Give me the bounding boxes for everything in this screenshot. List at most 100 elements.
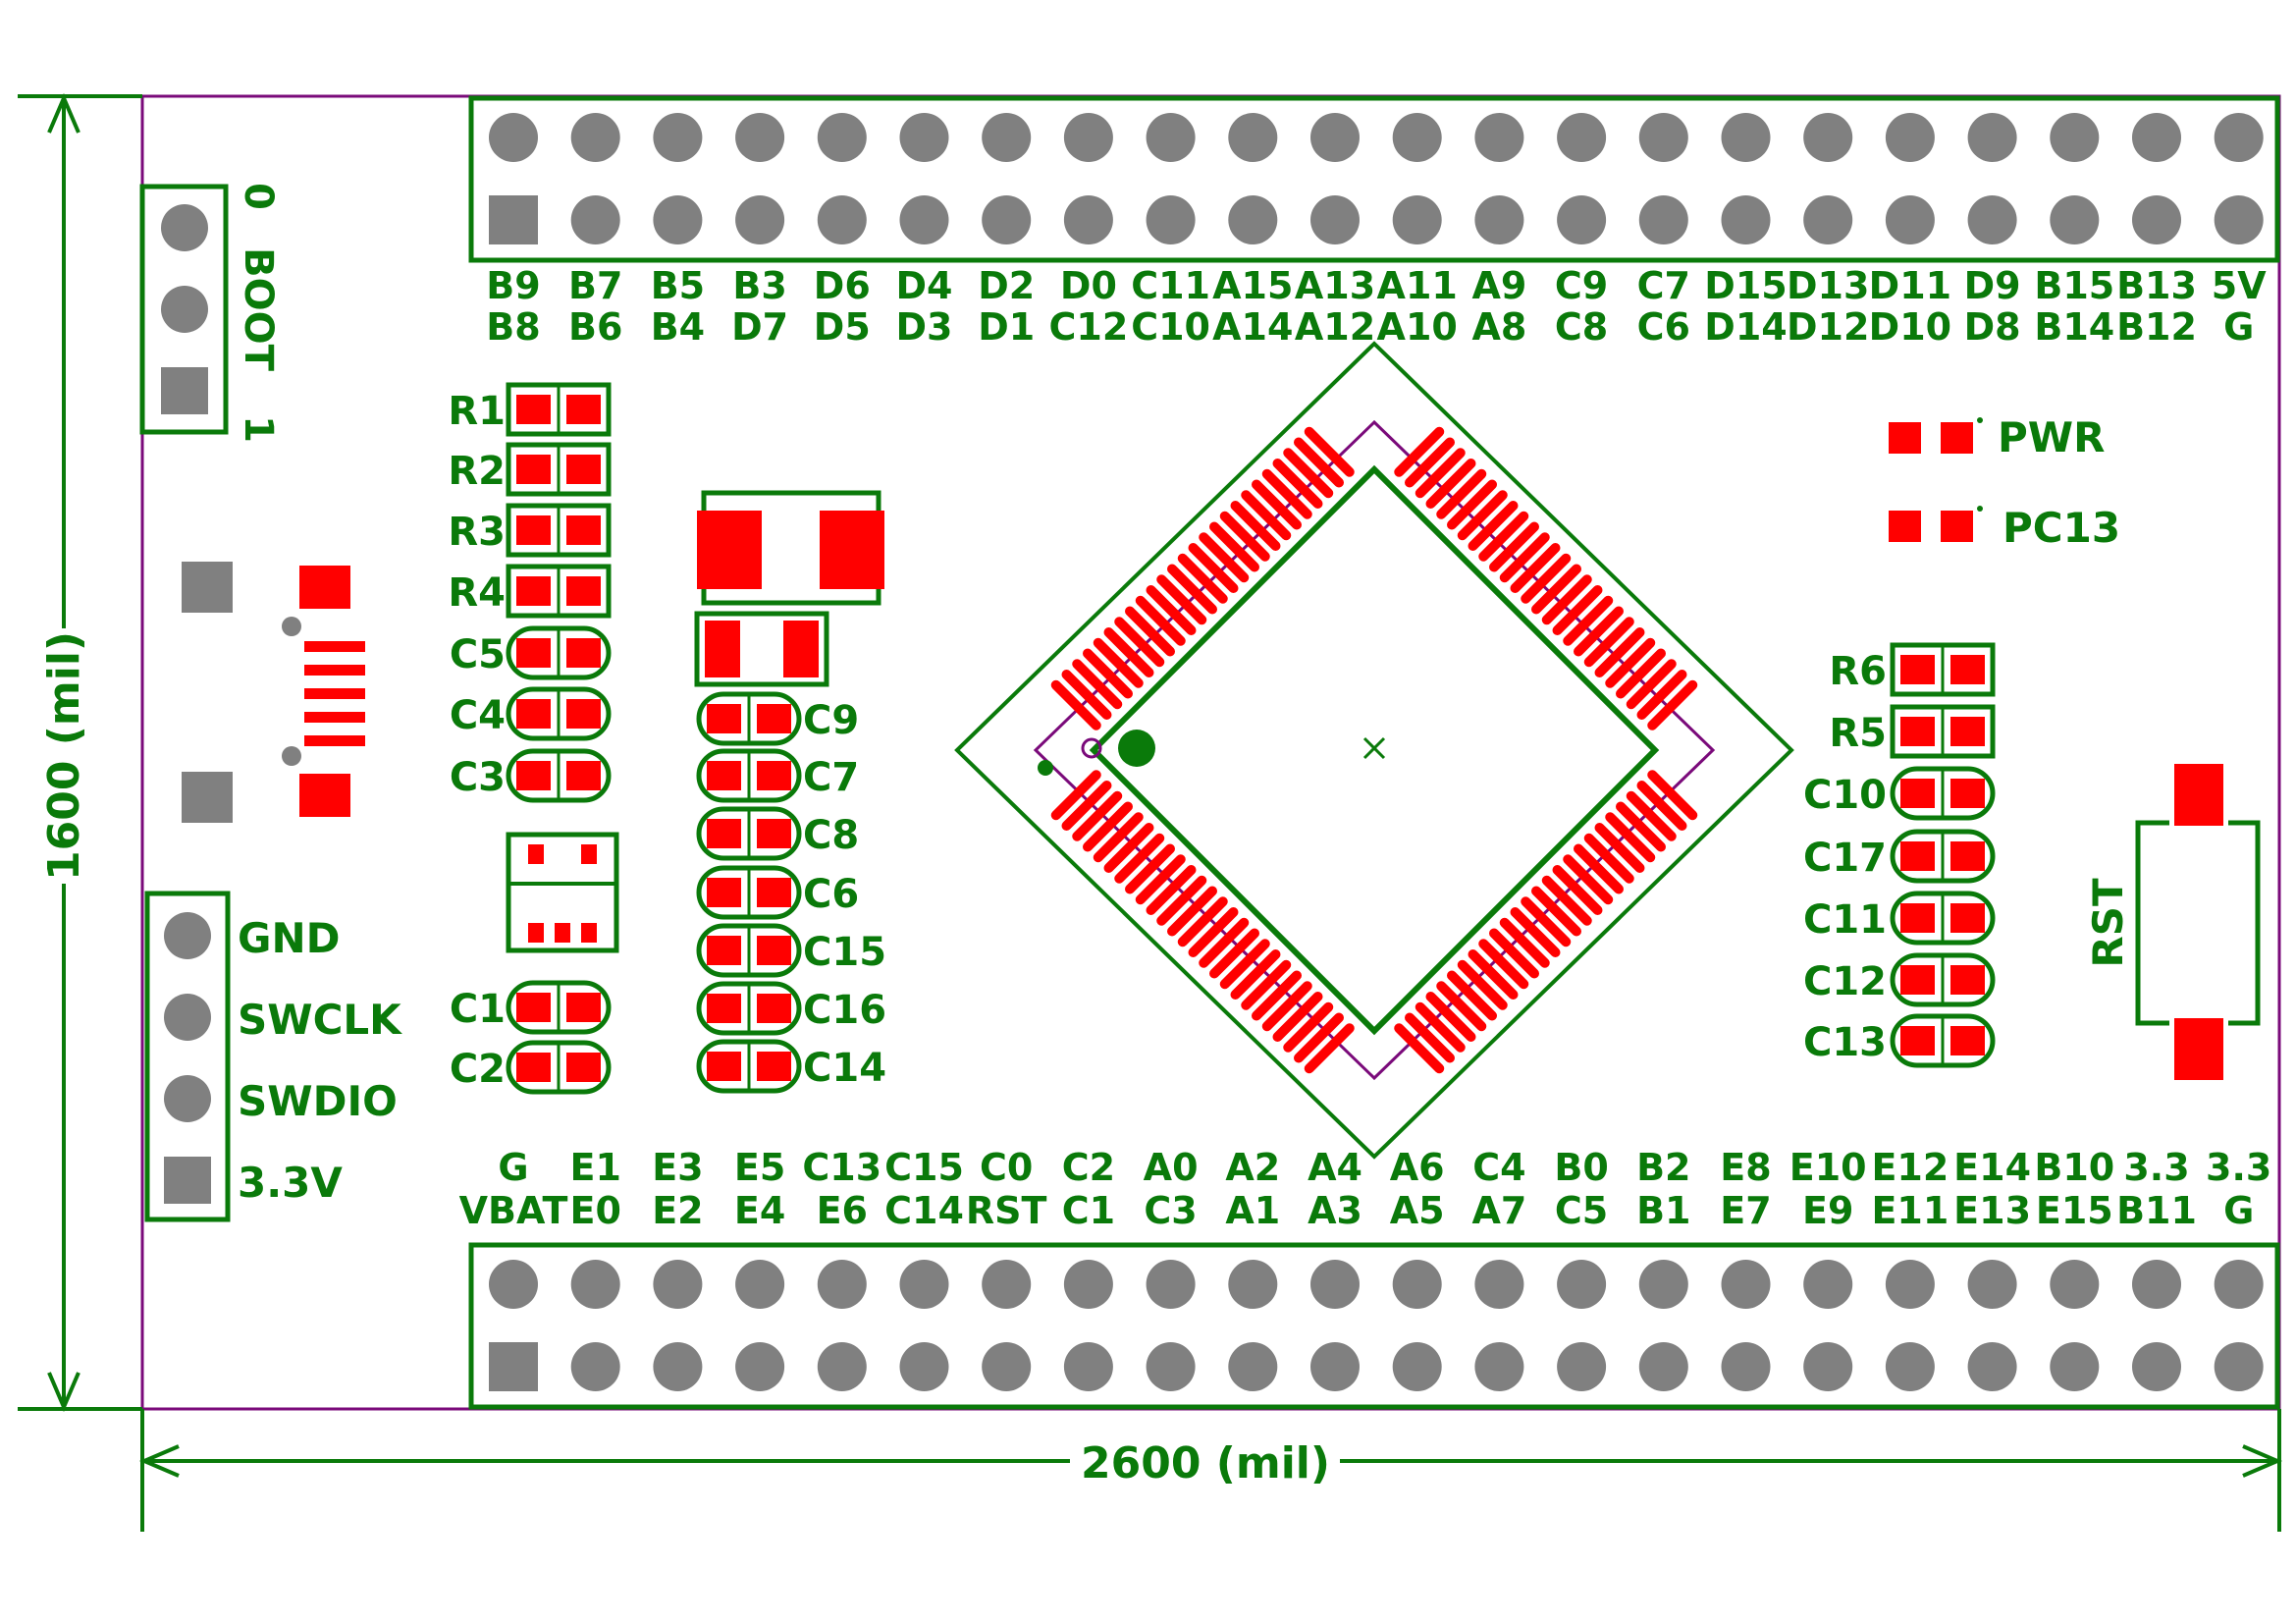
width-dimension — [138, 1409, 2283, 1532]
bottom_header-label-r2: G — [2223, 1189, 2254, 1232]
top_header-pin — [1063, 195, 1113, 244]
component-c8 — [696, 806, 802, 861]
top_header-pin — [735, 195, 785, 244]
bottom_header-pin — [1803, 1260, 1853, 1309]
bottom_header-pin — [1557, 1260, 1607, 1309]
bottom_header-pin — [1721, 1342, 1771, 1391]
bottom_header-label-r2: B11 — [2116, 1189, 2197, 1232]
top_header-label-r1: D4 — [896, 264, 953, 307]
top_header-pin — [1803, 195, 1853, 244]
top_header-label-r2: D10 — [1869, 305, 1951, 349]
bottom_header-label-r1: C2 — [1062, 1146, 1115, 1189]
top_header-pin — [1146, 195, 1196, 244]
component-label-c3: C3 — [450, 755, 506, 800]
component-r6 — [1890, 642, 1996, 697]
top_header-pin — [653, 195, 703, 244]
crystal-large — [697, 490, 884, 606]
component-c9 — [696, 691, 802, 746]
top_header-pin — [489, 113, 538, 162]
component-label-r2: R2 — [448, 449, 506, 494]
top_header-label-r1: A15 — [1212, 264, 1293, 307]
top_header-label-r2: D3 — [896, 305, 953, 349]
top_header-label-r1: A11 — [1377, 264, 1458, 307]
bottom_header-pin — [899, 1342, 949, 1391]
bottom_header-pin — [1967, 1260, 2017, 1309]
bottom_header-label-r2: E4 — [734, 1189, 785, 1232]
bottom_header-pin — [2214, 1342, 2264, 1391]
top_header-pin — [817, 195, 867, 244]
component-label-c2: C2 — [450, 1047, 506, 1092]
swd-pin-3v3 — [164, 1157, 211, 1204]
top_header-pin — [1146, 113, 1196, 162]
reset-button — [2135, 764, 2261, 1080]
bottom_header-label-r1: E3 — [652, 1146, 703, 1189]
top_header-label-r1: C7 — [1637, 264, 1690, 307]
component-label-c4: C4 — [450, 693, 506, 738]
swd-label-swdio: SWDIO — [238, 1077, 398, 1125]
bottom_header-pin — [817, 1260, 867, 1309]
boot-label-1: 1 — [236, 415, 281, 443]
bottom_header-pin — [1146, 1342, 1196, 1391]
bottom_header-label-r2: C5 — [1555, 1189, 1608, 1232]
top_header-pin — [1228, 195, 1278, 244]
top_header-pin — [982, 195, 1032, 244]
top_header-pin — [2132, 113, 2181, 162]
bottom_header-pin — [570, 1260, 620, 1309]
mcu-chip — [954, 341, 1794, 1160]
top_header-label-r1: 5V — [2212, 264, 2267, 307]
component-label-c11: C11 — [1803, 897, 1887, 943]
bottom_header-pin — [1638, 1342, 1688, 1391]
top_header-pin — [735, 113, 785, 162]
top_header-label-r2: C10 — [1131, 305, 1210, 349]
top_header-label-r1: D11 — [1869, 264, 1951, 307]
usb-connector — [182, 562, 365, 823]
bottom_header-label-r1: C13 — [802, 1146, 881, 1189]
top_header-label-r2: C12 — [1049, 305, 1129, 349]
top_header-label-r2: D5 — [814, 305, 871, 349]
component-label-c6: C6 — [803, 872, 859, 917]
top_header-pin — [1967, 195, 2017, 244]
top_header-label-r2: B8 — [486, 305, 540, 349]
top_header-label-r1: B3 — [732, 264, 786, 307]
bottom_header-pin — [653, 1342, 703, 1391]
bottom_header-pin — [1474, 1260, 1524, 1309]
component-label-c10: C10 — [1803, 773, 1887, 818]
boot-pin-1 — [161, 367, 208, 414]
swd-pin-swdio — [164, 1075, 211, 1122]
bottom_header-pin — [1392, 1260, 1442, 1309]
top_header-pin — [1474, 113, 1524, 162]
top_header-label-r1: C11 — [1131, 264, 1210, 307]
top_header-pin — [1310, 113, 1360, 162]
bottom_header-pin — [982, 1260, 1032, 1309]
bottom_header-label-r2: E13 — [1953, 1189, 2031, 1232]
bottom_header-label-r1: E10 — [1789, 1146, 1867, 1189]
top_header-label-r2: A12 — [1295, 305, 1375, 349]
bottom_header-label-r1: B10 — [2034, 1146, 2114, 1189]
component-label-r1: R1 — [448, 389, 506, 434]
top_header-pin — [2214, 195, 2264, 244]
top-header-outline — [468, 95, 2280, 263]
swd-header-outline — [144, 891, 231, 1222]
bottom_header-label-r1: E8 — [1720, 1146, 1771, 1189]
component-c6 — [696, 865, 802, 920]
bottom_header-label-r1: C0 — [980, 1146, 1033, 1189]
top_header-label-r1: B9 — [486, 264, 540, 307]
bottom_header-label-r1: 3.3 — [2123, 1146, 2189, 1189]
component-c17 — [1890, 829, 1996, 884]
component-label-r6: R6 — [1829, 649, 1887, 694]
top_header-pin — [899, 113, 949, 162]
bottom_header-pin — [1310, 1260, 1360, 1309]
top_header-label-r2: D14 — [1704, 305, 1787, 349]
height-dimension — [18, 92, 142, 1413]
top_header-pin — [570, 195, 620, 244]
bottom-header-pins — [489, 1260, 2264, 1391]
top_header-pin — [1228, 113, 1278, 162]
bottom_header-pin — [1310, 1342, 1360, 1391]
bottom_header-pin — [489, 1260, 538, 1309]
top_header-label-r1: D9 — [1964, 264, 2021, 307]
component-c16 — [696, 981, 802, 1036]
component-c15 — [696, 923, 802, 978]
